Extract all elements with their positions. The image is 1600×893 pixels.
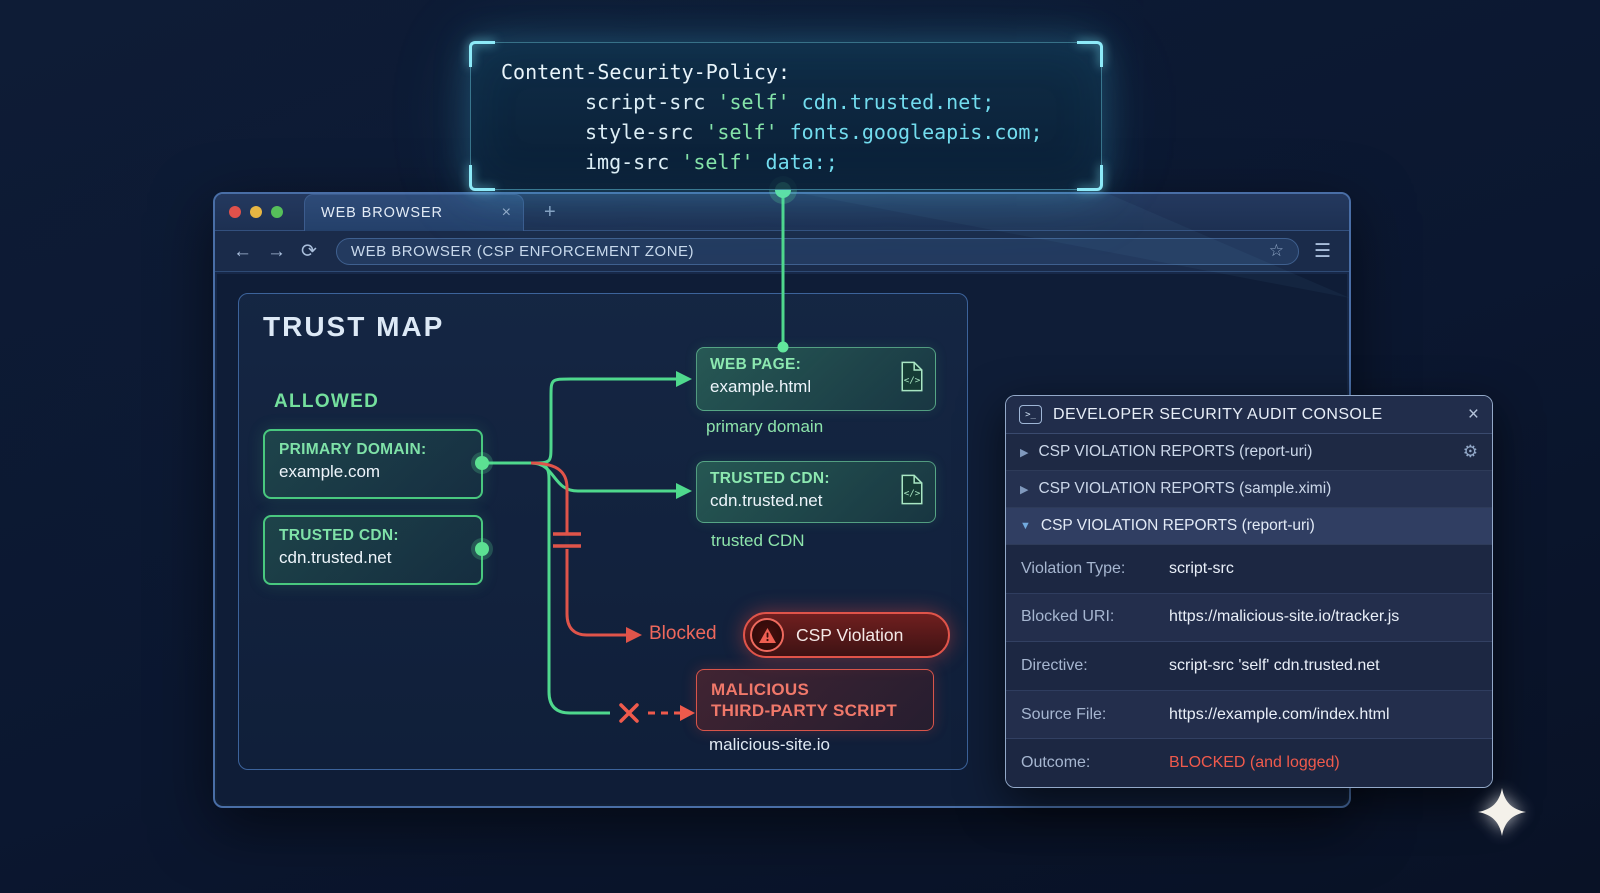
malicious-line-2: THIRD-PARTY SCRIPT <box>711 701 898 721</box>
report-row-expanded[interactable]: ▼ CSP VIOLATION REPORTS (report-uri) <box>1006 508 1492 545</box>
report-row-collapsed[interactable]: ▶ CSP VIOLATION REPORTS (sample.ximi) <box>1006 471 1492 508</box>
allowed-label: ALLOWED <box>274 391 380 412</box>
report-row-label: CSP VIOLATION REPORTS (report-uri) <box>1038 443 1313 460</box>
trusted-cdn-source-node: TRUSTED CDN: cdn.trusted.net <box>263 515 483 585</box>
detail-label: Source File: <box>1021 705 1107 723</box>
bracket-corner-icon <box>1077 165 1103 191</box>
forward-icon[interactable]: → <box>267 240 286 262</box>
csp-directive: script-src <box>585 90 706 114</box>
csp-header: Content-Security-Policy: <box>501 60 790 84</box>
traffic-light-maximize-icon[interactable] <box>271 206 283 218</box>
detail-value: script-src <box>1169 559 1234 577</box>
csp-rule: script-src 'self' cdn.trusted.net; <box>501 87 1083 117</box>
outcome-blocked-value: BLOCKED (and logged) <box>1169 754 1340 772</box>
csp-value: data:; <box>765 150 838 174</box>
report-row-label: CSP VIOLATION REPORTS (sample.ximi) <box>1038 480 1332 497</box>
console-titlebar: >_ DEVELOPER SECURITY AUDIT CONSOLE × <box>1006 396 1492 434</box>
csp-value: cdn.trusted.net; <box>801 90 995 114</box>
chevron-right-icon[interactable]: ▶ <box>1020 483 1029 496</box>
csp-violation-text: CSP Violation <box>796 624 904 645</box>
chevron-down-icon[interactable]: ▼ <box>1020 520 1031 532</box>
bracket-corner-icon <box>1077 41 1103 67</box>
web-page-node: WEB PAGE: example.html </> <box>696 347 936 411</box>
tab-title: WEB BROWSER <box>321 204 443 221</box>
detail-label: Directive: <box>1021 656 1088 674</box>
primary-domain-label: PRIMARY DOMAIN: <box>279 441 427 458</box>
chevron-right-icon[interactable]: ▶ <box>1020 446 1029 459</box>
browser-titlebar: WEB BROWSER × + <box>215 193 1349 231</box>
detail-row: Blocked URI: https://malicious-site.io/t… <box>1006 593 1492 643</box>
detail-value: script-src 'self' cdn.trusted.net <box>1169 656 1380 674</box>
web-page-label: WEB PAGE: <box>710 356 802 373</box>
web-page-caption: primary domain <box>706 417 824 436</box>
csp-violation-badge: CSP Violation <box>743 612 950 658</box>
malicious-line-1: MALICIOUS <box>711 680 810 699</box>
bracket-corner-icon <box>469 41 495 67</box>
menu-icon[interactable]: ☰ <box>1313 240 1331 262</box>
csp-policy-snippet: Content-Security-Policy: script-src 'self… <box>469 41 1103 191</box>
traffic-light-minimize-icon[interactable] <box>250 206 262 218</box>
svg-text:</>: </> <box>904 375 921 386</box>
detail-value: https://example.com/index.html <box>1169 705 1390 723</box>
svg-text:</>: </> <box>904 488 921 499</box>
detail-row-outcome: Outcome: BLOCKED (and logged) <box>1006 739 1492 787</box>
csp-directive: img-src <box>585 150 670 174</box>
blocked-label: Blocked <box>649 623 717 644</box>
file-code-icon: </> <box>899 361 925 397</box>
file-code-icon: </> <box>899 474 925 510</box>
detail-label: Blocked URI: <box>1021 608 1115 626</box>
console-title: DEVELOPER SECURITY AUDIT CONSOLE <box>1053 405 1383 423</box>
tab-close-icon[interactable]: × <box>501 203 511 221</box>
trust-map-panel: TRUST MAP ALLOWED PRIMARY DOMAIN: exampl… <box>238 293 968 770</box>
terminal-icon: >_ <box>1019 405 1042 424</box>
detail-row: Source File: https://example.com/index.h… <box>1006 690 1492 740</box>
trusted-cdn-source-value: cdn.trusted.net <box>279 548 392 567</box>
detail-row: Directive: script-src 'self' cdn.trusted… <box>1006 642 1492 691</box>
back-icon[interactable]: ← <box>233 240 252 262</box>
trusted-cdn-node: TRUSTED CDN: cdn.trusted.net </> <box>696 461 936 523</box>
report-row-collapsed[interactable]: ▶ CSP VIOLATION REPORTS (report-uri) ⚙ <box>1006 434 1492 471</box>
trust-map-title: TRUST MAP <box>263 311 445 342</box>
trusted-cdn-caption: trusted CDN <box>711 531 805 550</box>
csp-keyword: 'self' <box>681 150 754 174</box>
report-row-label: CSP VIOLATION REPORTS (report-uri) <box>1040 517 1315 534</box>
web-page-value: example.html <box>710 377 812 396</box>
primary-domain-value: example.com <box>279 462 381 481</box>
url-bar[interactable]: WEB BROWSER (CSP ENFORCEMENT ZONE) ☆ <box>335 237 1299 265</box>
browser-navbar: ← → ⟳ WEB BROWSER (CSP ENFORCEMENT ZONE)… <box>215 231 1349 272</box>
detail-value: https://malicious-site.io/tracker.js <box>1169 608 1400 626</box>
console-close-icon[interactable]: × <box>1467 404 1479 425</box>
bookmark-star-icon[interactable]: ☆ <box>1268 241 1284 260</box>
malicious-caption: malicious-site.io <box>709 735 830 754</box>
sparkle-icon <box>1476 786 1528 843</box>
trusted-cdn-label: TRUSTED CDN: <box>710 470 830 487</box>
url-text: WEB BROWSER (CSP ENFORCEMENT ZONE) <box>350 242 695 260</box>
traffic-light-close-icon[interactable] <box>229 206 241 218</box>
browser-tab[interactable]: WEB BROWSER × <box>304 193 524 231</box>
primary-domain-node: PRIMARY DOMAIN: example.com <box>263 429 483 499</box>
audit-console: >_ DEVELOPER SECURITY AUDIT CONSOLE × ▶ … <box>1005 395 1493 788</box>
csp-directive: style-src <box>585 120 694 144</box>
malicious-script-node: MALICIOUS THIRD-PARTY SCRIPT <box>696 669 934 731</box>
warning-icon <box>750 618 784 652</box>
reload-icon[interactable]: ⟳ <box>301 240 317 262</box>
trusted-cdn-source-label: TRUSTED CDN: <box>279 527 399 544</box>
csp-rule: style-src 'self' fonts.googleapis.com; <box>501 117 1083 147</box>
csp-value: fonts.googleapis.com; <box>789 120 1043 144</box>
detail-label: Violation Type: <box>1021 559 1126 577</box>
detail-label: Outcome: <box>1021 754 1091 772</box>
new-tab-icon[interactable]: + <box>544 201 556 223</box>
csp-keyword: 'self' <box>717 90 790 114</box>
detail-row: Violation Type: script-src <box>1006 545 1492 594</box>
gear-icon[interactable]: ⚙ <box>1462 442 1478 461</box>
bracket-corner-icon <box>469 165 495 191</box>
csp-keyword: 'self' <box>705 120 778 144</box>
csp-rule: img-src 'self' data:; <box>501 147 1083 177</box>
trusted-cdn-value: cdn.trusted.net <box>710 491 823 510</box>
